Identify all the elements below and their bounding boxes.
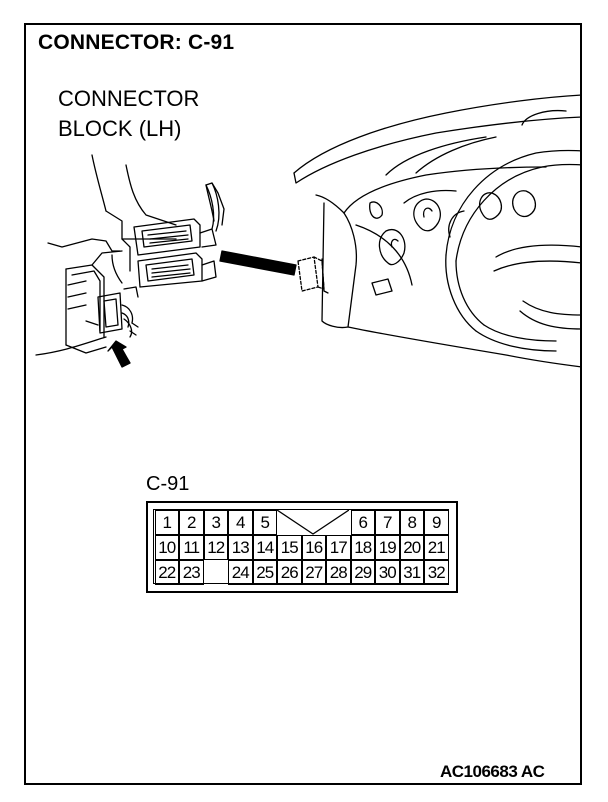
- pin-cell: 25: [252, 560, 277, 585]
- pin-cell: 19: [375, 535, 400, 560]
- connector-key-notch: [277, 510, 349, 535]
- pin-cell: 4: [228, 510, 253, 535]
- connector-housing: [146, 501, 458, 593]
- connector-location-illustration: [35, 94, 582, 368]
- pin-cell: 5: [252, 510, 277, 535]
- pin-cell: 30: [375, 560, 400, 585]
- pin-cell: 27: [301, 560, 326, 585]
- connector-block-drawing: [35, 154, 225, 356]
- dashed-connector-outline: [297, 256, 325, 292]
- pin-cell: 28: [326, 560, 351, 585]
- connector-arrow: [107, 340, 131, 368]
- pin-cell: 1: [154, 510, 179, 535]
- pin-cell: 3: [203, 510, 228, 535]
- pin-cell: 29: [350, 560, 375, 585]
- pin-cell: 31: [399, 560, 424, 585]
- pin-cell: 9: [424, 510, 449, 535]
- pin-cell: 24: [228, 560, 253, 585]
- figure-frame: [24, 23, 582, 785]
- location-label-line-2: BLOCK (LH): [58, 116, 182, 141]
- pin-cell: 23: [179, 560, 204, 585]
- pin-cell: 6: [350, 510, 375, 535]
- pin-cell: 21: [424, 535, 449, 560]
- pin-cell: 20: [399, 535, 424, 560]
- location-pointer: [219, 250, 297, 276]
- figure-title: CONNECTOR: C-91: [38, 31, 235, 54]
- pin-cell: 14: [252, 535, 277, 560]
- pin-cell: 22: [154, 560, 179, 585]
- pin-cell: 26: [277, 560, 302, 585]
- dashboard-drawing: [293, 94, 582, 368]
- connector-name: C-91: [146, 473, 190, 495]
- location-label-line-1: CONNECTOR: [58, 86, 200, 111]
- pin-cell: 15: [277, 535, 302, 560]
- pin-cell: 32: [424, 560, 449, 585]
- pin-cell: 7: [375, 510, 400, 535]
- pin-cell: 8: [399, 510, 424, 535]
- pin-cell: 2: [179, 510, 204, 535]
- pin-cell: 10: [154, 535, 179, 560]
- pin-cell: 18: [350, 535, 375, 560]
- pin-cell: 11: [179, 535, 204, 560]
- figure-code: AC106683 AC: [440, 762, 545, 781]
- pin-cell: 16: [301, 535, 326, 560]
- pin-cell: 13: [228, 535, 253, 560]
- pin-cell: 12: [203, 535, 228, 560]
- pin-cell: 17: [326, 535, 351, 560]
